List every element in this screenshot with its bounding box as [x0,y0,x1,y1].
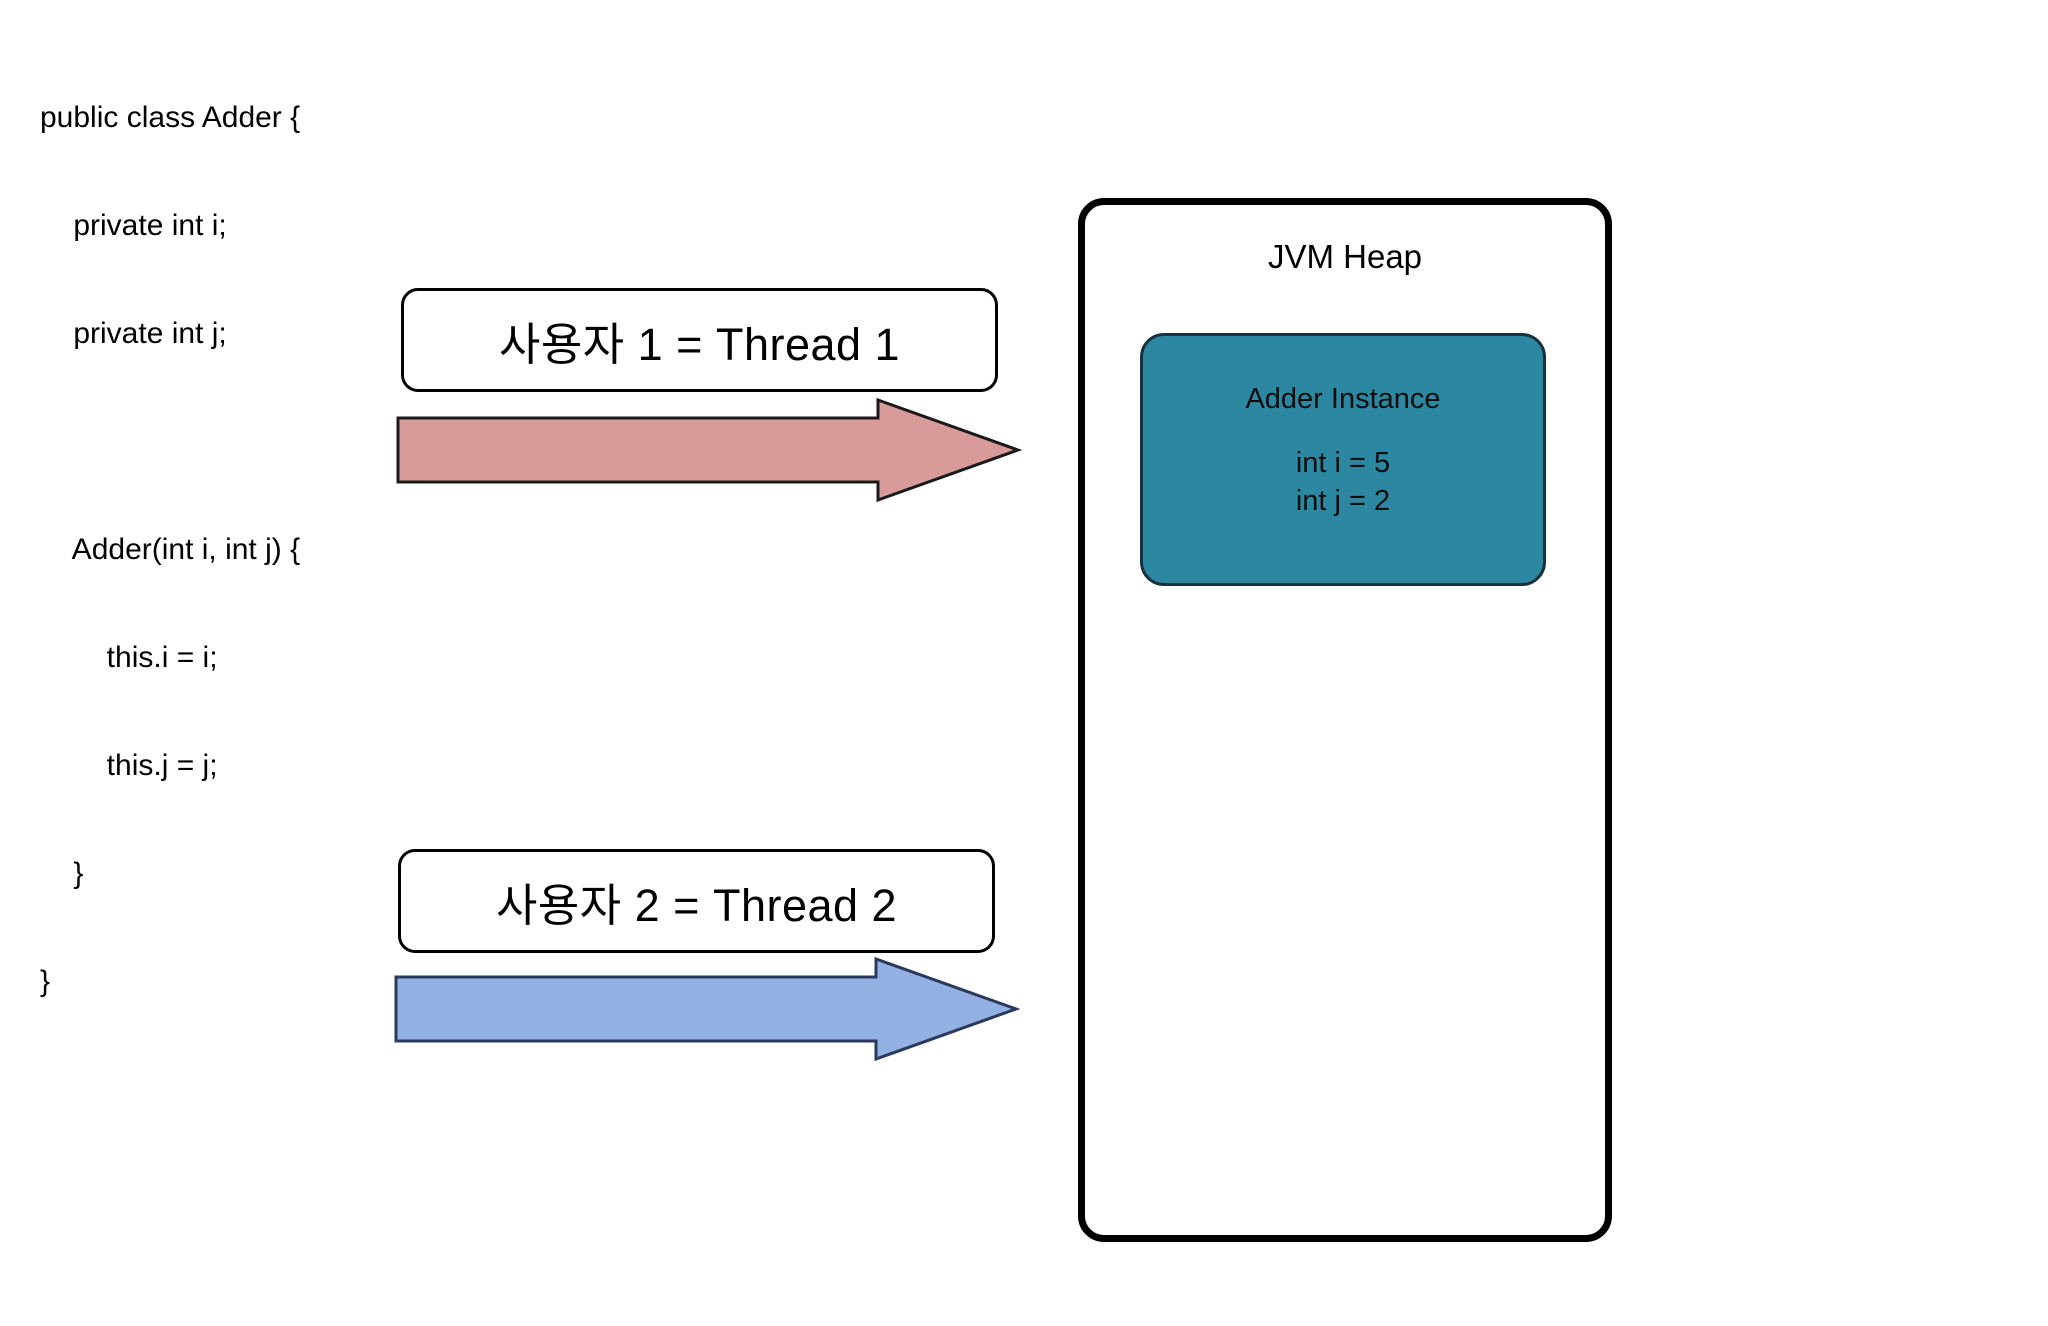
code-line: private int j; [40,317,227,350]
code-line: } [40,857,84,890]
thread-1-label-box: 사용자 1 = Thread 1 [401,288,998,392]
thread-2-label-box: 사용자 2 = Thread 2 [398,849,995,953]
adder-instance-fields: int i = 5 int j = 2 [1143,444,1543,520]
adder-instance-title: Adder Instance [1245,383,1441,415]
code-line: public class Adder { [40,101,301,134]
instance-field-j: int j = 2 [1295,485,1391,517]
adder-instance-object: Adder Instance int i = 5 int j = 2 [1140,333,1546,586]
code-line [40,424,300,460]
thread-2-label-text: 사용자 2 = Thread 2 [495,879,898,931]
java-source-code: public class Adder { private int i; priv… [40,28,300,1072]
thread-2-arrow-icon [394,956,1021,1062]
thread-1-arrow-icon [396,397,1023,503]
thread-1-label-text: 사용자 1 = Thread 1 [498,318,901,370]
code-line: private int i; [40,209,227,242]
code-line: this.i = i; [40,641,218,674]
code-line: } [40,965,51,998]
code-line: this.j = j; [40,749,218,782]
jvm-heap-title: JVM Heap [1267,238,1423,275]
instance-field-i: int i = 5 [1295,447,1391,479]
code-line: Adder(int i, int j) { [40,533,301,566]
